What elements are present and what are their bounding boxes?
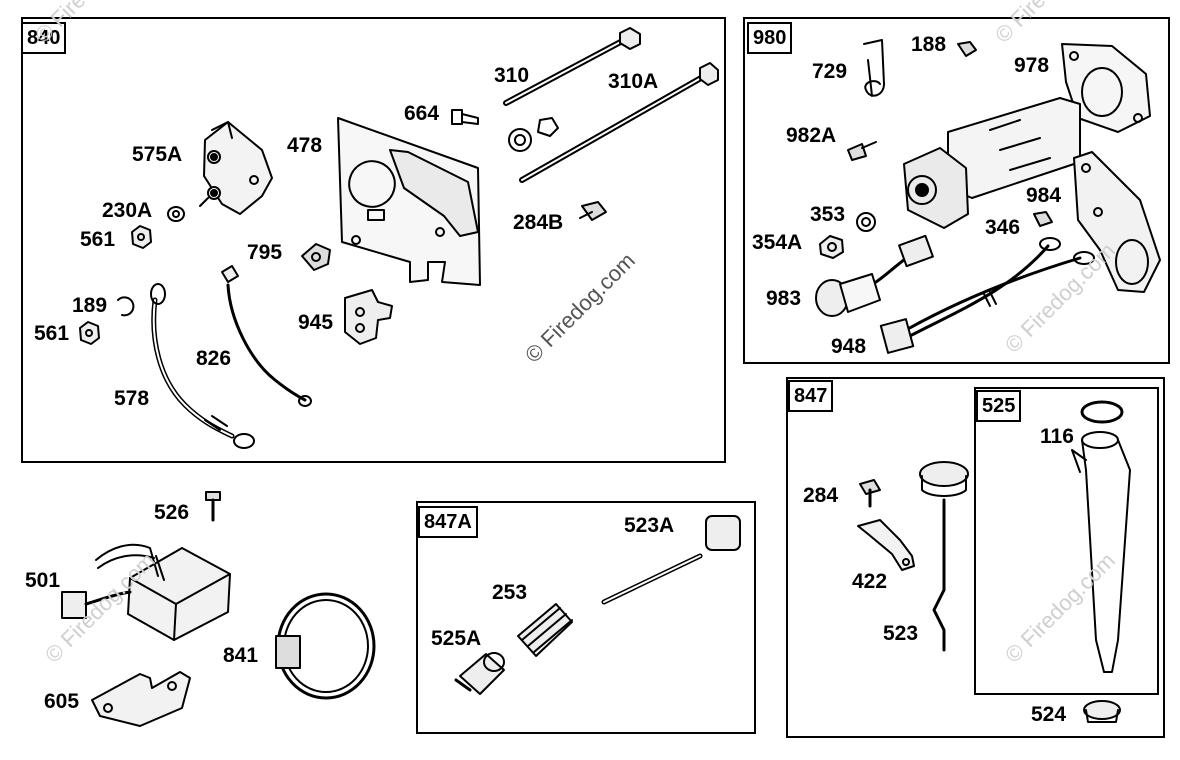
- star-washer: [508, 128, 532, 152]
- screw-664: [451, 109, 479, 125]
- label-525a: 525A: [431, 627, 482, 650]
- label-353: 353: [810, 203, 846, 226]
- label-575a: 575A: [132, 143, 183, 166]
- label-945: 945: [298, 311, 334, 334]
- dipstick-tube-523a: [601, 515, 741, 605]
- screw-795: [301, 243, 331, 271]
- label-523: 523: [883, 622, 919, 645]
- fill-tube-525: [1071, 431, 1131, 673]
- group-847a-tag: 847A: [418, 506, 478, 538]
- label-284b: 284B: [513, 211, 564, 234]
- label-984: 984: [1026, 184, 1062, 207]
- label-561-bottom: 561: [34, 322, 70, 345]
- bracket-945: [344, 289, 393, 345]
- nut-354a: [819, 235, 844, 259]
- nut-561-top: [131, 225, 152, 249]
- group-840-frame: [21, 17, 726, 463]
- label-422: 422: [852, 570, 888, 593]
- label-354a: 354A: [752, 231, 803, 254]
- bracket-984: [1073, 151, 1161, 293]
- label-826: 826: [196, 347, 232, 370]
- label-189: 189: [72, 294, 108, 317]
- group-847-tag: 847: [788, 380, 834, 412]
- group-847-frame: [786, 377, 1165, 738]
- bracket-plate-478: [337, 117, 481, 286]
- label-116: 116: [1040, 425, 1074, 448]
- label-524: 524: [1031, 703, 1067, 726]
- ground-wire-826: [221, 265, 312, 407]
- plug-524: [1083, 700, 1121, 723]
- label-978: 978: [1014, 54, 1050, 77]
- star-washer-353: [856, 212, 876, 232]
- screw-526: [205, 491, 221, 522]
- label-310a: 310A: [608, 70, 659, 93]
- screw-982a: [847, 141, 877, 161]
- screw-188: [957, 41, 977, 57]
- group-525-tag: 525: [976, 390, 1022, 422]
- washer-230a: [167, 206, 185, 222]
- bolt-310a: [519, 62, 719, 183]
- screw-284b: [579, 201, 607, 221]
- label-284: 284: [803, 484, 839, 507]
- label-982a: 982A: [786, 124, 837, 147]
- nut-310: [537, 117, 559, 137]
- label-478: 478: [287, 134, 323, 157]
- bolt-310: [503, 27, 641, 106]
- hose-clamp-841: [275, 592, 376, 700]
- nut-561-bottom: [79, 321, 100, 345]
- group-980-tag: 980: [747, 22, 793, 54]
- switch-983: [815, 234, 934, 317]
- label-983: 983: [766, 287, 802, 310]
- regulator-501: [61, 543, 231, 641]
- starter-motor: [903, 97, 1081, 229]
- gasket-978: [1061, 43, 1151, 133]
- group-980-frame: [743, 17, 1170, 364]
- harness-948: [879, 237, 1095, 354]
- label-795: 795: [247, 241, 283, 264]
- dipstick-523: [919, 461, 969, 652]
- label-729: 729: [812, 60, 848, 83]
- clip-422: [857, 519, 915, 571]
- bracket-605: [91, 671, 191, 727]
- label-188: 188: [911, 33, 947, 56]
- screw-284: [859, 479, 881, 508]
- label-230a: 230A: [102, 199, 153, 222]
- o-ring-116: [1080, 400, 1124, 424]
- reducer-525a: [454, 652, 505, 695]
- label-310: 310: [494, 64, 530, 87]
- group-847a-frame: [416, 501, 756, 734]
- group-840-tag: 840: [21, 22, 67, 54]
- label-501: 501: [25, 569, 61, 592]
- group-525-frame: [974, 387, 1159, 695]
- label-561-top: 561: [80, 228, 116, 251]
- label-523a: 523A: [624, 514, 675, 537]
- label-841: 841: [223, 644, 259, 667]
- label-948: 948: [831, 335, 867, 358]
- circuit-breaker-575a: [199, 121, 273, 215]
- label-578: 578: [114, 387, 150, 410]
- screw-346: [1033, 211, 1053, 227]
- label-253: 253: [492, 581, 528, 604]
- clamp-729: [863, 39, 885, 97]
- battery-cable-578: [150, 283, 255, 449]
- label-664: 664: [404, 102, 440, 125]
- lock-washer-189: [117, 296, 135, 317]
- nipple-253: [517, 603, 573, 657]
- label-526: 526: [154, 501, 190, 524]
- label-346: 346: [985, 216, 1021, 239]
- label-605: 605: [44, 690, 80, 713]
